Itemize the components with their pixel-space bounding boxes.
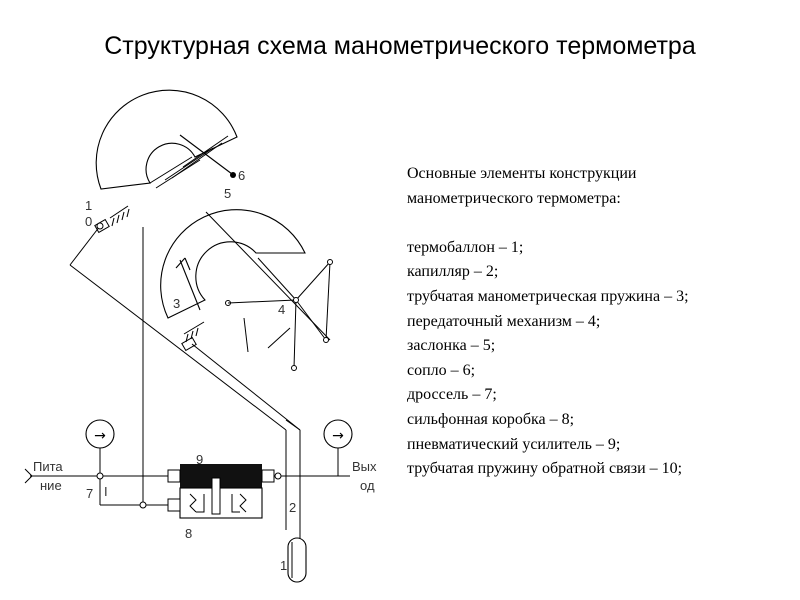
legend-item: термобаллон – 1; [407,238,524,256]
label-8: 8 [185,526,192,541]
label-7: 7 [86,486,93,501]
label-choke: I [104,484,108,499]
outlet-label-line1: Вых [352,459,377,474]
svg-text:→: → [94,428,106,444]
label-2: 2 [289,500,296,515]
feedback-spring-10 [95,89,238,190]
outlet-label-line2: од [360,478,375,493]
legend-item: трубчатая манометрическая пружина – 3; [407,287,689,305]
legend-item: сопло – 6; [407,361,476,379]
inlet-label-line1: Пита [33,459,63,474]
legend-heading-line2: манометрического термометра: [407,189,621,207]
label-1-bottom: 1 [280,558,287,573]
pneumatic-amplifier-9 [167,464,275,519]
transmission-mechanism-4 [205,211,333,371]
legend-heading-line1: Основные элементы конструкции [407,165,637,182]
thermobulb-1 [287,537,307,583]
label-9: 9 [196,452,203,467]
inlet-gauge: → [85,419,115,449]
pipe-nodes [96,222,282,509]
legend-item: трубчатая пружину обратной связи – 10; [407,460,683,478]
legend-item: пневматический усилитель – 9; [407,435,621,453]
page-title: Структурная схема манометрического термо… [104,32,696,60]
svg-text:→: → [332,428,344,444]
legend-item: заслонка – 5; [407,337,496,355]
outlet-gauge: → [323,419,353,449]
label-1: 1 [85,198,92,213]
legend-item: передаточный механизм – 4; [407,312,601,330]
zero-adjust-upper [94,205,130,234]
label-6: 6 [238,168,245,183]
legend-description: Основные элементы конструкции манометрич… [407,162,797,482]
legend-item: капилляр – 2; [407,263,499,281]
label-4: 4 [278,302,285,317]
manometric-spring-3 [160,209,306,319]
piping [24,225,350,545]
legend-item: дроссель – 7; [407,386,497,404]
inlet-label-line2: ние [40,478,62,493]
legend-item: сильфонная коробка – 8; [407,410,575,428]
label-5: 5 [224,186,231,201]
label-0: 0 [85,214,92,229]
zero-adjust-lower [181,321,205,352]
label-3: 3 [173,296,180,311]
